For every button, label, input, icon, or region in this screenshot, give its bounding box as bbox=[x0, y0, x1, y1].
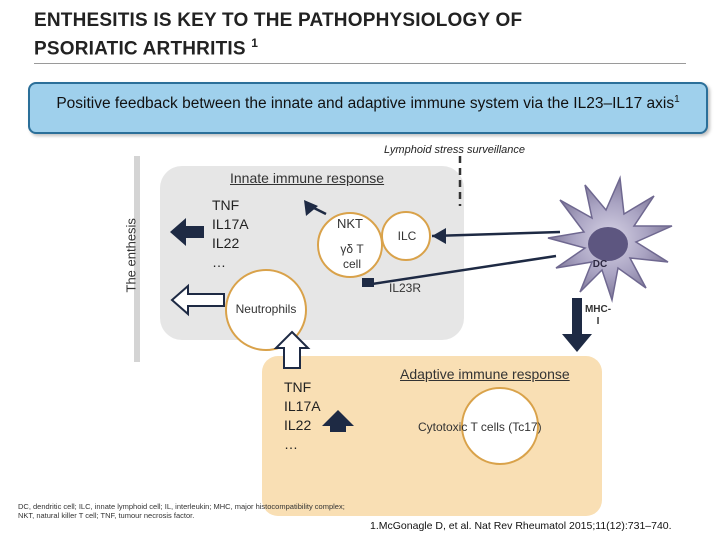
tc17-label: Cytotoxic T cells (Tc17) bbox=[418, 420, 542, 434]
tc17-cell bbox=[461, 387, 539, 465]
feedback-banner: Positive feedback between the innate and… bbox=[28, 82, 708, 134]
title-divider bbox=[34, 63, 686, 64]
innate-cytokine-more: … bbox=[212, 254, 226, 270]
arrow-nkt-to-cytokines bbox=[304, 200, 318, 216]
ilc-cell bbox=[381, 211, 431, 261]
title-line-2: PSORIATIC ARTHRITIS 1 bbox=[34, 32, 674, 60]
arrow-nkt-shaft bbox=[309, 204, 327, 216]
innate-cytokine-tnf: TNF bbox=[212, 197, 240, 213]
il23r-receptor-mark bbox=[362, 278, 374, 287]
dc-to-ilc-line bbox=[431, 230, 561, 238]
arrow-innate-cytokines-left bbox=[170, 218, 204, 246]
ilc-label: ILC bbox=[397, 229, 417, 243]
il23r-connector bbox=[371, 254, 557, 286]
arrow-dc-to-adaptive bbox=[562, 334, 592, 352]
arrow-dc-to-ilc bbox=[432, 228, 446, 244]
arrow-dc-adaptive-shaft bbox=[572, 298, 582, 336]
title-ref: 1 bbox=[251, 36, 259, 50]
arrow-adaptive-down bbox=[322, 410, 354, 432]
innate-cytokine-il17a: IL17A bbox=[212, 216, 249, 232]
lymphoid-stress-label: Lymphoid stress surveillance bbox=[384, 144, 526, 156]
neutrophil-cell bbox=[225, 269, 307, 351]
reference-citation: 1.McGonagle D, et al. Nat Rev Rheumatol … bbox=[370, 520, 672, 532]
nkt-cell bbox=[317, 212, 383, 278]
il23r-label: IL23R bbox=[388, 281, 422, 295]
title-line-2-text: PSORIATIC ARTHRITIS bbox=[34, 38, 246, 60]
title-line-1: ENTHESITIS IS KEY TO THE PATHOPHYSIOLOGY… bbox=[34, 10, 523, 31]
adaptive-cytokine-list: TNF IL17A IL22 … bbox=[284, 378, 321, 454]
innate-response-label: Innate immune response bbox=[230, 170, 385, 186]
innate-cytokine-list: TNF IL17A IL22 … bbox=[212, 196, 249, 272]
mhc-label-line2: I bbox=[596, 316, 600, 327]
adaptive-response-label: Adaptive immune response bbox=[400, 366, 570, 382]
arrow-neutrophils-left bbox=[170, 283, 225, 317]
gdt-label-line1: γδ T bbox=[340, 242, 364, 256]
nkt-label: NKT bbox=[337, 216, 363, 231]
adaptive-cytokine-tnf: TNF bbox=[284, 379, 312, 395]
banner-text: Positive feedback between the innate and… bbox=[56, 95, 675, 113]
innate-cytokine-il22: IL22 bbox=[212, 235, 240, 251]
dendritic-cell-icon bbox=[547, 175, 673, 303]
adaptive-cytokine-more: … bbox=[284, 436, 298, 452]
abbreviation-footnote: DC, dendritic cell; ILC, innate lymphoid… bbox=[18, 502, 345, 520]
banner-ref: 1 bbox=[674, 94, 680, 105]
dc-label: DC bbox=[592, 259, 608, 270]
adaptive-response-region bbox=[262, 356, 602, 516]
arrow-adaptive-up bbox=[273, 330, 311, 369]
neutrophils-label: Neutrophils bbox=[235, 302, 297, 316]
adaptive-cytokine-il17a: IL17A bbox=[284, 398, 321, 414]
enthesis-bar bbox=[134, 156, 140, 362]
slide-title: ENTHESITIS IS KEY TO THE PATHOPHYSIOLOGY… bbox=[34, 10, 674, 60]
gdt-label-line2: cell bbox=[342, 257, 361, 271]
mhc-label-line1: MHC- bbox=[584, 304, 612, 315]
adaptive-cytokine-il22: IL22 bbox=[284, 417, 312, 433]
enthesis-label: The enthesis bbox=[123, 218, 139, 293]
